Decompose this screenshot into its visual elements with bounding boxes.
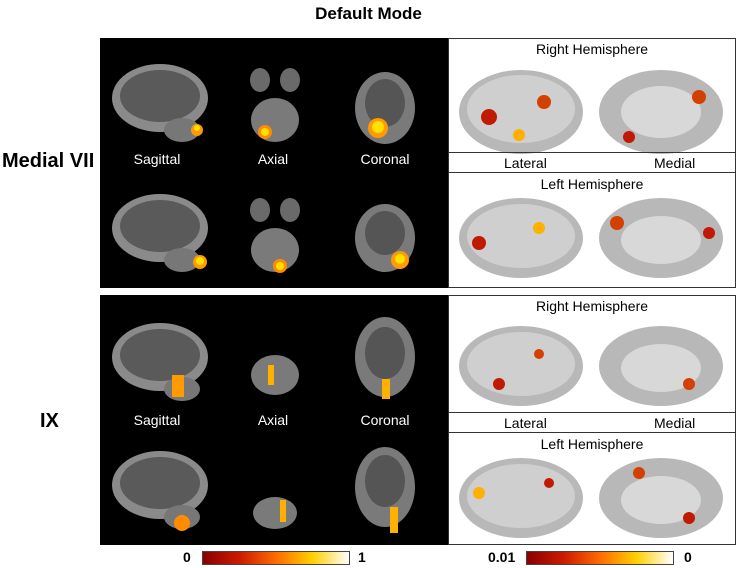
- sagittal-slice-top-ix: [112, 323, 208, 401]
- colorbar-2: [526, 551, 674, 565]
- divider-1a: [449, 152, 735, 153]
- axial-slice-top: [250, 68, 300, 142]
- colorbar-1-min-label: 0: [183, 549, 191, 565]
- view-label-coronal-1: Coronal: [360, 151, 410, 167]
- row-label-medial-vii: Medial VII: [2, 150, 95, 172]
- divider-2b: [449, 432, 735, 433]
- coronal-slice-top: [355, 72, 415, 144]
- coronal-slice-top-ix: [355, 317, 415, 399]
- coronal-slice-bottom: [355, 204, 415, 272]
- row-label-ix: IX: [40, 410, 59, 432]
- figure-title: Default Mode: [315, 4, 422, 23]
- slice-panel-medial-vii: Sagittal Axial Coronal: [100, 38, 448, 288]
- lateral-label-1: Lateral: [504, 155, 547, 171]
- right-hemisphere-label-1: Right Hemisphere: [535, 41, 649, 57]
- slice-panel-ix: Sagittal Axial Coronal: [100, 295, 448, 545]
- medial-label-1: Medial: [654, 155, 696, 171]
- medial-label-2: Medial: [654, 415, 696, 431]
- axial-slice-top-ix: [251, 355, 299, 395]
- coronal-slice-bottom-ix: [355, 447, 415, 533]
- lateral-label-2: Lateral: [504, 415, 547, 431]
- left-hemisphere-label-1: Left Hemisphere: [540, 176, 644, 192]
- view-label-sagittal-2: Sagittal: [133, 412, 181, 428]
- sagittal-slice-bottom-ix: [112, 451, 208, 531]
- colorbar-2-max-label: 0: [684, 549, 692, 565]
- view-label-coronal-2: Coronal: [360, 412, 410, 428]
- divider-2a: [449, 412, 735, 413]
- sagittal-slice-bottom: [112, 194, 208, 272]
- slice-images-ix: [112, 317, 415, 533]
- right-hemisphere-surfaces-2: [459, 326, 723, 406]
- surface-panel-medial-vii: Right Hemisphere Lateral Medial Left Hem…: [448, 38, 736, 288]
- view-label-sagittal-1: Sagittal: [133, 151, 181, 167]
- right-hemisphere-label-2: Right Hemisphere: [535, 298, 649, 314]
- left-hemisphere-surfaces-2: [459, 458, 723, 538]
- slice-images-medial-vii: [112, 64, 415, 273]
- colorbar-1-max-label: 1: [358, 549, 366, 565]
- view-label-axial-2: Axial: [257, 412, 289, 428]
- left-hemisphere-label-2: Left Hemisphere: [540, 436, 644, 452]
- divider-1b: [449, 172, 735, 173]
- colorbar-1: [202, 551, 350, 565]
- view-label-axial-1: Axial: [257, 151, 289, 167]
- left-hemisphere-surfaces-1: [459, 198, 723, 278]
- axial-slice-bottom-ix: [253, 497, 297, 529]
- right-hemisphere-surfaces-1: [459, 70, 723, 154]
- surface-panel-ix: Right Hemisphere Lateral Medial Left Hem…: [448, 295, 736, 545]
- axial-slice-bottom: [250, 198, 300, 273]
- colorbar-2-min-label: 0.01: [488, 549, 516, 565]
- sagittal-slice-top: [112, 64, 208, 142]
